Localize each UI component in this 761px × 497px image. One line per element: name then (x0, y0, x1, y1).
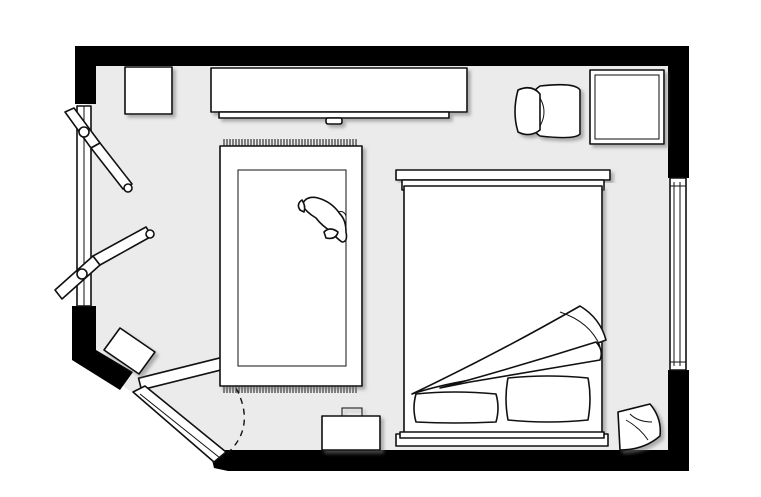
bed-pillow-right (506, 376, 590, 422)
armchair[interactable] (515, 85, 580, 138)
side-table[interactable] (590, 70, 664, 144)
stool-top-left[interactable] (125, 67, 172, 114)
dresser[interactable] (211, 68, 467, 124)
corner-plant[interactable] (618, 404, 660, 450)
wall-left-lower (72, 306, 133, 390)
entry-door[interactable] (133, 355, 244, 462)
right-window[interactable] (670, 178, 686, 370)
walls (72, 46, 689, 471)
wall-bottom (216, 450, 689, 471)
bifold-closet-doors[interactable] (55, 106, 154, 306)
stool-corner[interactable] (104, 328, 155, 374)
double-bed[interactable] (396, 170, 610, 446)
bifold-door-leaf-upper[interactable] (65, 108, 132, 192)
bed-pillow-left (414, 392, 498, 423)
bed-folded-blanket (412, 306, 606, 394)
wall-right-upper (668, 46, 689, 178)
area-rug[interactable] (220, 139, 362, 393)
wall-left-upper (75, 46, 96, 104)
bifold-door-leaf-lower[interactable] (55, 227, 154, 299)
door-swing-arc (222, 388, 244, 458)
wall-top (75, 46, 689, 66)
sleeping-dog[interactable] (298, 197, 346, 242)
nightstand[interactable] (322, 408, 380, 450)
wall-right-lower (668, 370, 689, 471)
